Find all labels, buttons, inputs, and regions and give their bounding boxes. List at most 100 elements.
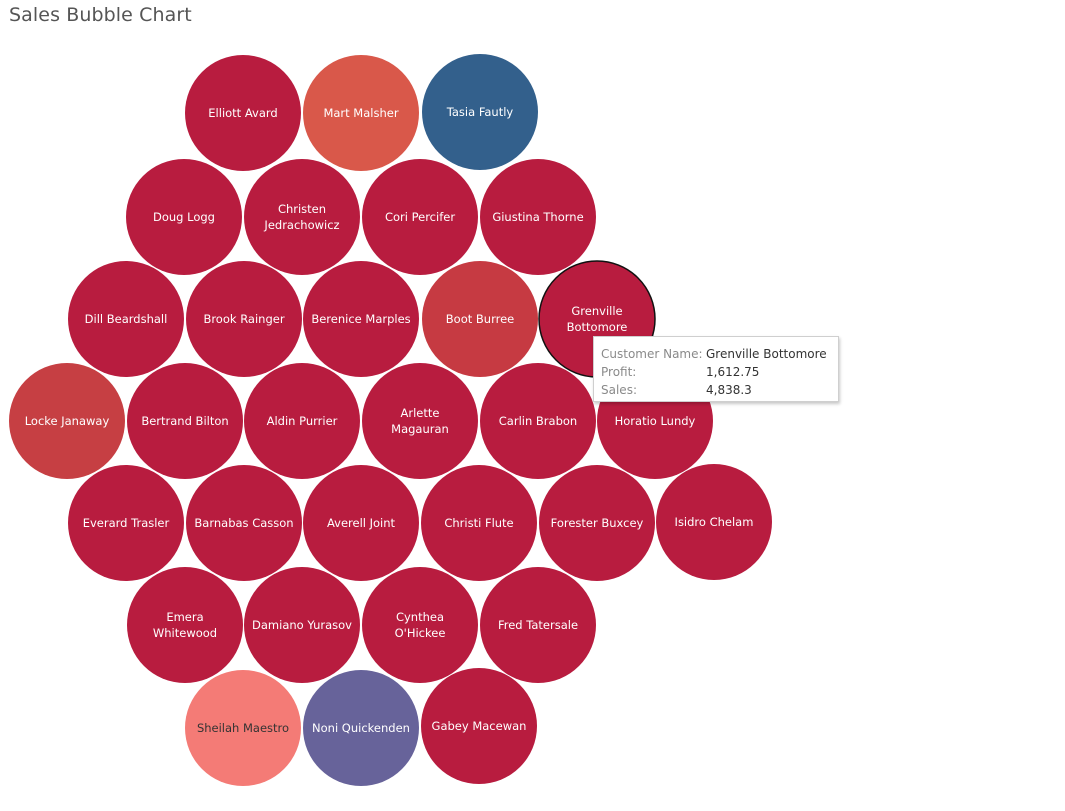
bubble[interactable]: Bertrand Bilton	[127, 363, 243, 479]
tooltip-row-customer-name: Customer Name: Grenville Bottomore	[594, 345, 838, 363]
bubble-label: Averell Joint	[327, 516, 396, 530]
bubble[interactable]: Gabey Macewan	[421, 668, 537, 784]
bubble[interactable]: Fred Tatersale	[480, 567, 596, 683]
bubble-circle[interactable]	[186, 261, 302, 377]
bubble-label: Carlin Brabon	[499, 414, 577, 428]
bubble-label: Boot Burree	[446, 312, 514, 326]
bubble[interactable]: Damiano Yurasov	[244, 567, 360, 683]
bubble-circle[interactable]	[127, 567, 243, 683]
bubble-label: Isidro Chelam	[675, 515, 754, 529]
bubble[interactable]: Elliott Avard	[185, 55, 301, 171]
bubble-circle[interactable]	[480, 567, 596, 683]
chart-title: Sales Bubble Chart	[9, 4, 192, 26]
bubble-label: Noni Quickenden	[312, 721, 410, 735]
bubble-label: Horatio Lundy	[615, 414, 696, 428]
bubble-circle[interactable]	[303, 261, 419, 377]
bubble-circle[interactable]	[244, 567, 360, 683]
bubble[interactable]: Doug Logg	[126, 159, 242, 275]
bubble[interactable]: Berenice Marples	[303, 261, 419, 377]
bubble[interactable]: Christi Flute	[421, 465, 537, 581]
bubble-label: Fred Tatersale	[498, 618, 578, 632]
bubble-label: Dill Beardshall	[85, 312, 168, 326]
bubble[interactable]: Brook Rainger	[186, 261, 302, 377]
bubble-label: Aldin Purrier	[267, 414, 338, 428]
tooltip-key: Sales:	[601, 383, 637, 397]
bubble-circle[interactable]	[303, 465, 419, 581]
bubble-circle[interactable]	[68, 465, 184, 581]
bubble-circle[interactable]	[656, 464, 772, 580]
bubble-circle[interactable]	[422, 54, 538, 170]
bubble-circle[interactable]	[244, 363, 360, 479]
bubble-circle[interactable]	[362, 363, 478, 479]
bubble-label: Gabey Macewan	[432, 719, 527, 733]
bubble-label: Cori Percifer	[385, 210, 455, 224]
bubble-circle[interactable]	[127, 363, 243, 479]
tooltip-row-sales: Sales: 4,838.3	[594, 381, 838, 399]
tooltip-value: 4,838.3	[706, 383, 752, 397]
bubble-label: Tasia Fautly	[446, 105, 514, 119]
bubble-circle[interactable]	[539, 465, 655, 581]
bubble-circle[interactable]	[185, 670, 301, 786]
bubble-label: Brook Rainger	[203, 312, 284, 326]
bubble[interactable]: Tasia Fautly	[422, 54, 538, 170]
bubble[interactable]: Boot Burree	[422, 261, 538, 377]
bubble-label: Locke Janaway	[25, 414, 110, 428]
bubble[interactable]: Averell Joint	[303, 465, 419, 581]
bubble-circle[interactable]	[185, 55, 301, 171]
tooltip-key: Profit:	[601, 365, 637, 379]
bubble-label: Mart Malsher	[323, 106, 398, 120]
bubble-label: Forester Buxcey	[551, 516, 644, 530]
bubble[interactable]: Forester Buxcey	[539, 465, 655, 581]
bubble[interactable]: Mart Malsher	[303, 55, 419, 171]
bubble-label: Sheilah Maestro	[197, 721, 289, 735]
bubble-label: Berenice Marples	[311, 312, 410, 326]
bubble-label: Barnabas Casson	[194, 516, 293, 530]
bubble[interactable]: Carlin Brabon	[480, 363, 596, 479]
bubble-circle[interactable]	[421, 668, 537, 784]
bubble-circle[interactable]	[68, 261, 184, 377]
bubble-circle[interactable]	[362, 567, 478, 683]
bubble-circle[interactable]	[303, 55, 419, 171]
bubble[interactable]: Giustina Thorne	[480, 159, 596, 275]
bubble[interactable]: Locke Janaway	[9, 363, 125, 479]
bubble-circle[interactable]	[362, 159, 478, 275]
bubble-label: Doug Logg	[153, 210, 215, 224]
bubble[interactable]: Isidro Chelam	[656, 464, 772, 580]
bubble-circle[interactable]	[303, 670, 419, 786]
tooltip-value: Grenville Bottomore	[706, 347, 827, 361]
bubble-circle[interactable]	[422, 261, 538, 377]
tooltip-value: 1,612.75	[706, 365, 760, 379]
bubble[interactable]: Cori Percifer	[362, 159, 478, 275]
bubble-label: Bertrand Bilton	[141, 414, 228, 428]
bubble[interactable]: Noni Quickenden	[303, 670, 419, 786]
bubble[interactable]: Aldin Purrier	[244, 363, 360, 479]
bubble-circle[interactable]	[9, 363, 125, 479]
bubble-circle[interactable]	[186, 465, 302, 581]
bubble-circle[interactable]	[480, 159, 596, 275]
bubble-circle[interactable]	[421, 465, 537, 581]
bubble-label: Elliott Avard	[208, 106, 277, 120]
bubble[interactable]: Everard Trasler	[68, 465, 184, 581]
bubble[interactable]: Barnabas Casson	[186, 465, 302, 581]
bubble[interactable]: Dill Beardshall	[68, 261, 184, 377]
bubble-circle[interactable]	[126, 159, 242, 275]
tooltip: Customer Name: Grenville Bottomore Profi…	[593, 336, 839, 402]
bubble[interactable]: Sheilah Maestro	[185, 670, 301, 786]
bubble-label: Damiano Yurasov	[252, 618, 352, 632]
tooltip-row-profit: Profit: 1,612.75	[594, 363, 838, 381]
bubble-label: Everard Trasler	[83, 516, 170, 530]
bubble-label: Christi Flute	[444, 516, 513, 530]
bubble-circle[interactable]	[480, 363, 596, 479]
bubble-label: Giustina Thorne	[492, 210, 583, 224]
bubble-circle[interactable]	[244, 159, 360, 275]
